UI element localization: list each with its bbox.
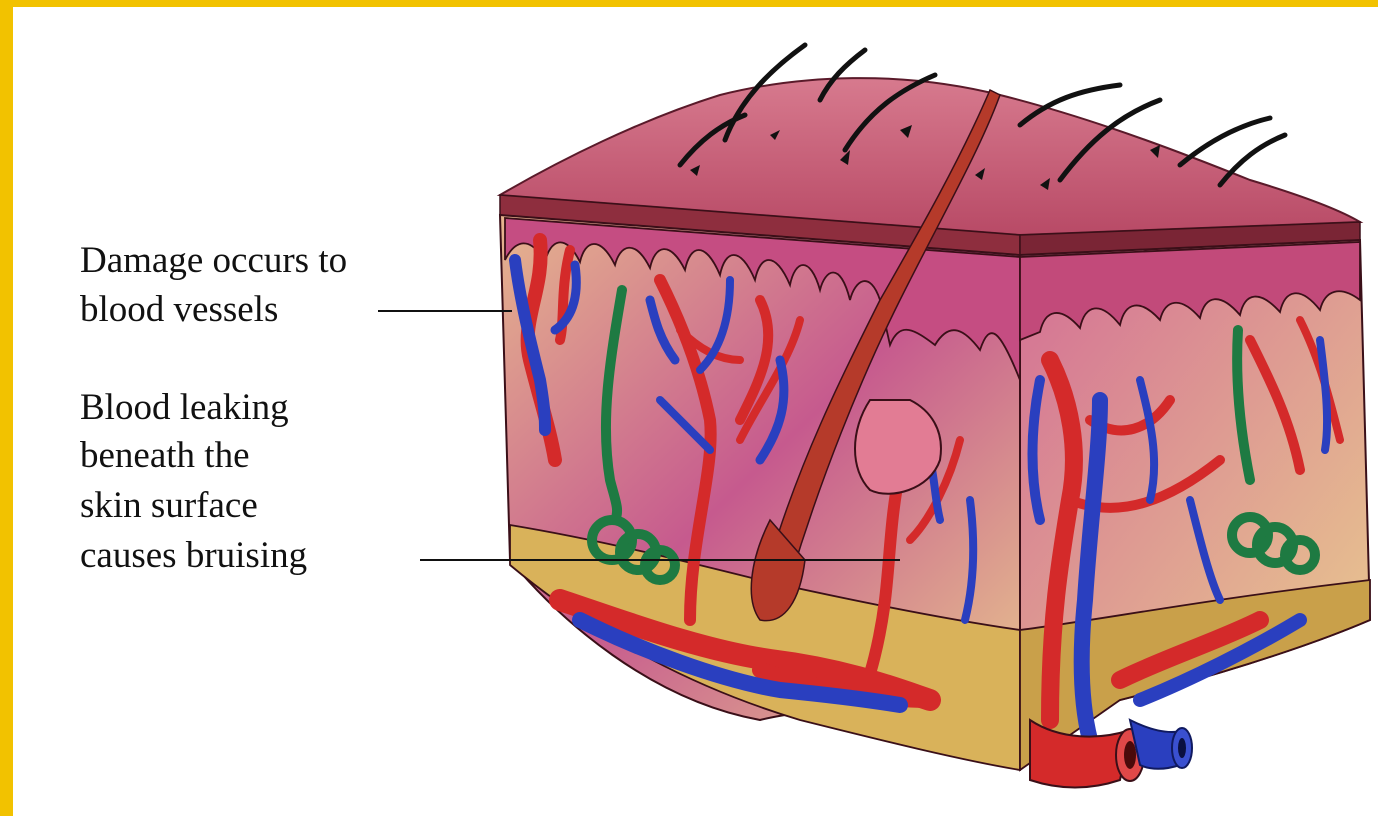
label-damage-line2: blood vessels [80,290,278,330]
label-bruise-line1: Blood leaking [80,388,289,428]
label-bruise-line4: causes bruising [80,536,307,576]
label-bruise-line2: beneath the [80,436,250,476]
label-damage-line1: Damage occurs to [80,241,347,281]
hair-follicle [855,400,941,494]
label-bruise-line3: skin surface [80,486,258,526]
